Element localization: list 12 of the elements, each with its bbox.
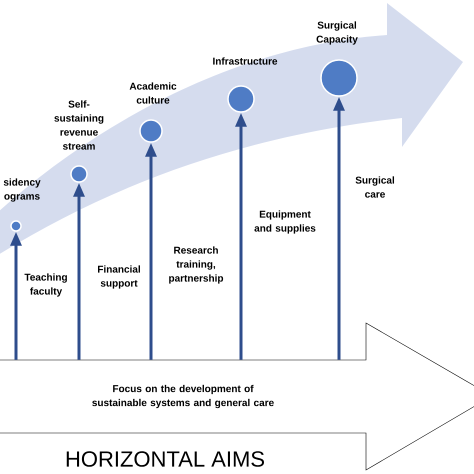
edge-label: Financial support (98, 265, 140, 289)
section-heading: HORIZONTAL AIMS (66, 451, 264, 467)
edge-label: Surgical care (356, 176, 394, 198)
milestone-label: Academic culture (130, 82, 176, 104)
edge-label: Research training, partnership (169, 246, 224, 284)
milestone-label: Infrastructure (213, 57, 278, 65)
edge-label: Equipment and supplies (254, 210, 316, 234)
edge-label: Teaching faculty (24, 273, 67, 297)
curved-arrow (0, 3, 463, 255)
milestone-label: Self-sustaining revenue stream (54, 100, 104, 150)
milestone-label: Surgical Capacity (316, 21, 358, 45)
milestone-label: sidency ograms (4, 178, 41, 202)
